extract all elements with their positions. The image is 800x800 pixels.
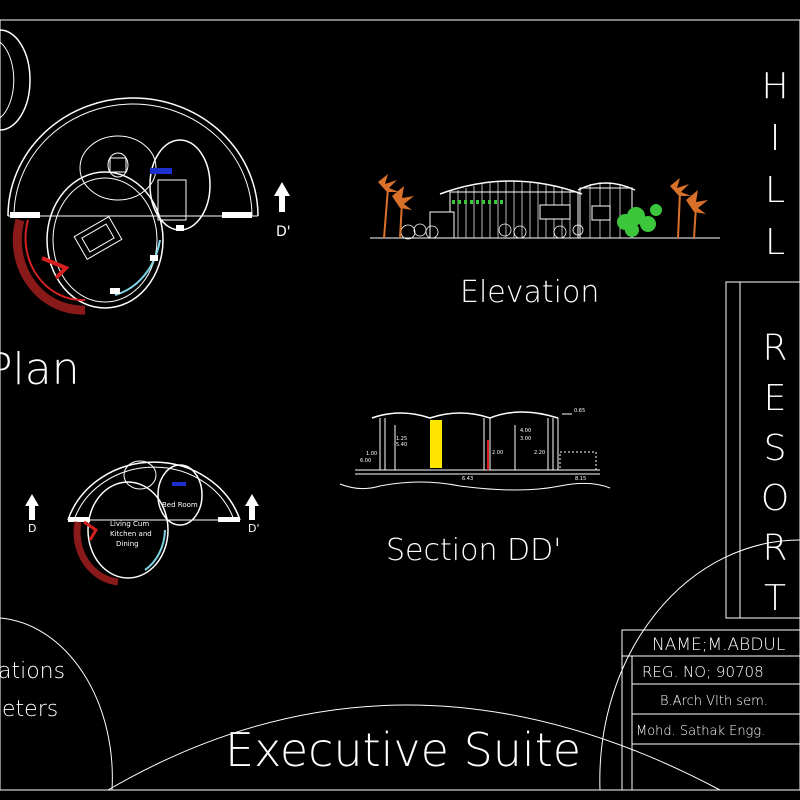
- corner-circle-top-left: [0, 29, 31, 131]
- section-dim-6: 2.20: [534, 450, 545, 456]
- section-drawing: 1.25 5.40 4.00 3.00 2.00 2.20 6.43 8.15 …: [339, 408, 611, 491]
- sheet-title: Executive Suite: [225, 723, 581, 777]
- section-dim-5: 2.00: [492, 450, 503, 456]
- section-dim-11: 0.65: [574, 408, 585, 414]
- room-label-living: Living Cum: [110, 520, 149, 528]
- title-block-reg-no: REG. NO; 90708: [642, 663, 764, 681]
- section-dim-9: 6.00: [360, 458, 371, 464]
- title-letter-r1: R: [762, 328, 787, 369]
- resort-title-frame: [725, 281, 800, 619]
- section-dim-2: 5.40: [396, 442, 407, 448]
- section-dim-8: 8.15: [575, 476, 586, 482]
- resort-letters: R E S O R T: [761, 328, 789, 619]
- title-letter-t: T: [764, 578, 786, 619]
- title-letter-o: O: [761, 478, 789, 519]
- cut-label-d-prime-small: D': [248, 522, 260, 535]
- bottom-left-arc: [0, 617, 113, 791]
- plan-large: D': [7, 97, 291, 315]
- elevation-drawing: [370, 174, 720, 240]
- project-title-vertical: H I L L: [761, 66, 788, 263]
- bottom-right-arc: [599, 539, 800, 791]
- section-dim-7: 6.43: [462, 476, 473, 482]
- section-dim-10: 1.00: [366, 451, 377, 457]
- section-dim-4: 3.00: [520, 436, 531, 442]
- cut-label-d-prime-large: D': [276, 224, 291, 240]
- plan-title: Plan: [0, 344, 80, 395]
- title-block: NAME;M.ABDUL REG. NO; 90708 B.Arch VIth …: [621, 629, 800, 791]
- section-title: Section DD': [386, 533, 561, 568]
- title-block-course: B.Arch VIth sem.: [660, 694, 768, 709]
- notes-line-1: ations: [0, 659, 65, 684]
- title-letter-l1: L: [765, 170, 785, 211]
- room-label-kitchen: Kitchen and: [110, 530, 152, 538]
- title-block-name: NAME;M.ABDUL: [652, 635, 785, 655]
- elevation-title: Elevation: [460, 275, 599, 310]
- title-letter-e: E: [764, 378, 787, 419]
- bottom-center-arc: [107, 704, 721, 791]
- section-dim-3: 4.00: [520, 428, 531, 434]
- title-block-college: Mohd. Sathak Engg.: [636, 724, 765, 739]
- sheet-border: [0, 19, 800, 791]
- title-letter-r2: R: [762, 528, 787, 569]
- cut-label-d-small: D: [28, 522, 36, 535]
- title-letter-l2: L: [765, 222, 785, 263]
- notes-line-2: eters: [2, 697, 58, 722]
- room-label-dining: Dining: [116, 540, 139, 548]
- title-letter-h: H: [761, 66, 788, 107]
- room-label-bed: Bed Room: [162, 501, 198, 509]
- plan-small: Bed Room Living Cum Kitchen and Dining D…: [25, 460, 260, 586]
- title-letter-s: S: [764, 428, 787, 469]
- title-letter-i: I: [770, 118, 781, 159]
- section-dim-1: 1.25: [396, 436, 407, 442]
